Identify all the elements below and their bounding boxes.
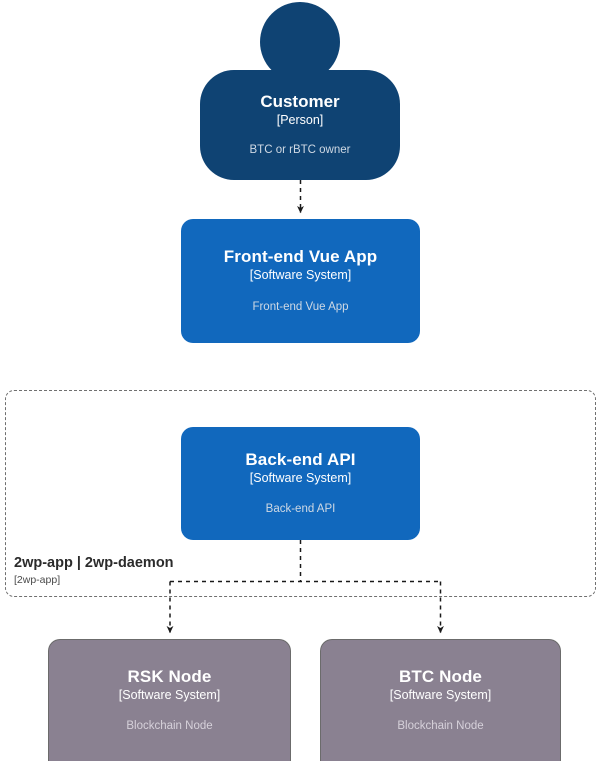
boundary-type: [2wp-app] xyxy=(14,574,61,587)
rsk-node-description: Blockchain Node xyxy=(126,720,213,733)
boundary-name: 2wp-app | 2wp-daemon xyxy=(14,555,174,571)
rsk-node-title: RSK Node xyxy=(127,666,212,686)
backend-description: Back-end API xyxy=(265,503,336,516)
rsk-node-type: [Software System] xyxy=(118,687,221,702)
frontend-type: [Software System] xyxy=(249,268,352,283)
node-rsk-node[interactable]: RSK Node [Software System] Blockchain No… xyxy=(48,639,291,761)
customer-type: [Person] xyxy=(276,112,324,127)
backend-type: [Software System] xyxy=(249,470,352,485)
btc-node-title: BTC Node xyxy=(399,666,482,686)
node-backend-api[interactable]: Back-end API [Software System] Back-end … xyxy=(181,427,420,540)
frontend-description: Front-end Vue App xyxy=(252,300,349,313)
btc-node-description: Blockchain Node xyxy=(397,720,484,733)
btc-node-type: [Software System] xyxy=(389,687,492,702)
node-customer[interactable]: Customer [Person] BTC or rBTC owner xyxy=(200,70,400,180)
boundary-label: 2wp-app | 2wp-daemon [2wp-app] xyxy=(14,555,174,587)
customer-title: Customer xyxy=(260,91,340,111)
customer-description: BTC or rBTC owner xyxy=(249,144,351,157)
customer-person-head xyxy=(260,2,340,82)
node-frontend-vue-app[interactable]: Front-end Vue App [Software System] Fron… xyxy=(181,219,420,343)
node-btc-node[interactable]: BTC Node [Software System] Blockchain No… xyxy=(320,639,561,761)
boundary-2wp-app xyxy=(5,390,596,597)
backend-title: Back-end API xyxy=(245,449,356,469)
frontend-title: Front-end Vue App xyxy=(223,247,378,267)
